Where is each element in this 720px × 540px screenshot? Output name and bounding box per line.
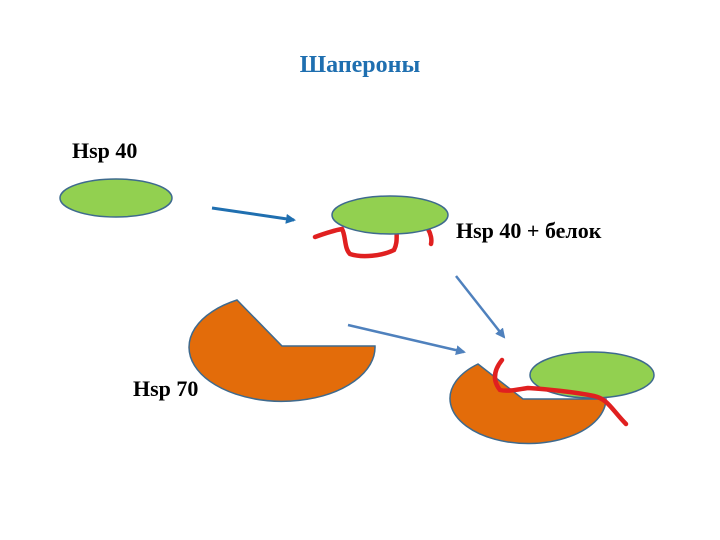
hsp70-shape: [188, 299, 376, 402]
hsp70-bound-shape: [449, 363, 607, 445]
arrow-hsp40-to-complex: [211, 206, 296, 224]
hsp70-label: Hsp 70: [133, 376, 199, 401]
hsp40-final-ellipse: [529, 351, 655, 399]
hsp40-label: Hsp 40: [72, 138, 138, 163]
page-title: Шапероны: [299, 52, 421, 78]
protein-chain-final: [492, 357, 629, 427]
arrow-hsp70-to-final: [347, 323, 466, 356]
arrow-complex-to-final: [455, 275, 506, 339]
protein-chain: [312, 226, 434, 259]
hsp40-protein-complex-label: Hsp 40 + белок: [456, 218, 602, 243]
hsp40-ellipse: [59, 178, 173, 218]
hsp40-bound-ellipse: [331, 195, 449, 235]
